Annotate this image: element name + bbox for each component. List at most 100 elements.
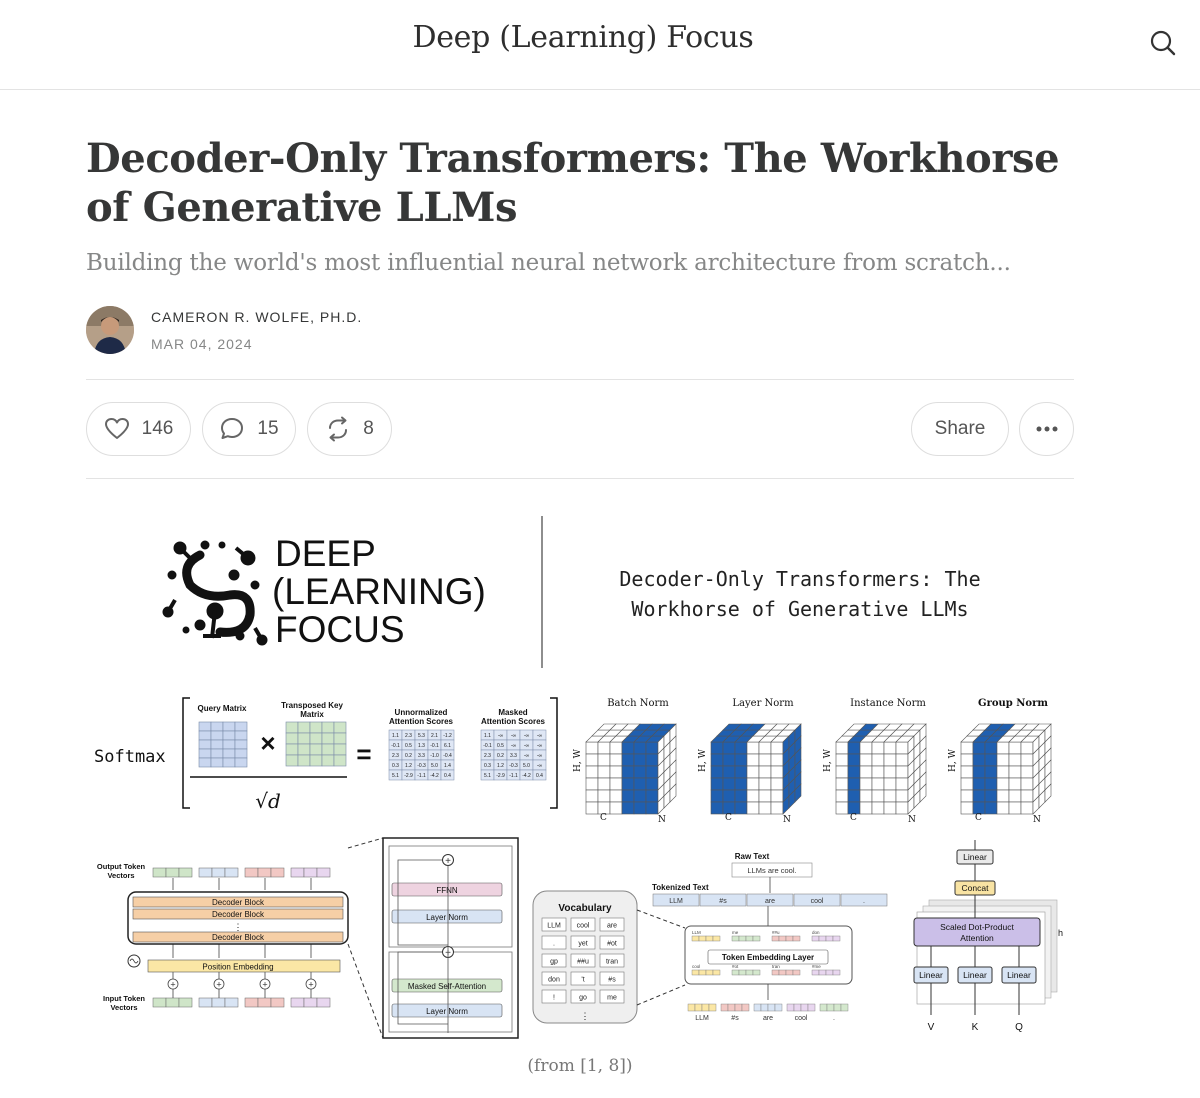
publication-name[interactable]: Deep (Learning) Focus bbox=[412, 20, 754, 55]
svg-text:5.1: 5.1 bbox=[392, 773, 399, 779]
svg-text:-0.3: -0.3 bbox=[509, 763, 518, 769]
svg-text:1.3: 1.3 bbox=[418, 743, 425, 749]
svg-text:Masked: Masked bbox=[498, 708, 527, 717]
svg-text:0.5: 0.5 bbox=[497, 743, 504, 749]
svg-text:0.2: 0.2 bbox=[405, 753, 412, 759]
svg-text:-1.1: -1.1 bbox=[509, 773, 518, 779]
svg-text:tran: tran bbox=[772, 964, 780, 969]
svg-text:0.4: 0.4 bbox=[444, 773, 451, 779]
svg-text:-2.9: -2.9 bbox=[496, 773, 505, 779]
like-button[interactable]: 146 bbox=[86, 402, 191, 456]
svg-text:1.2: 1.2 bbox=[497, 763, 504, 769]
svg-text:+: + bbox=[445, 856, 451, 867]
svg-text:+: + bbox=[262, 980, 267, 990]
svg-text:#s: #s bbox=[731, 1015, 739, 1022]
svg-text:cool: cool bbox=[692, 964, 700, 969]
svg-text:=: = bbox=[356, 739, 371, 769]
svg-text:Decoder Block: Decoder Block bbox=[212, 898, 265, 907]
svg-text:0.2: 0.2 bbox=[497, 753, 504, 759]
svg-text:Vocabulary: Vocabulary bbox=[558, 903, 612, 914]
attention-formula: Softmax Query Matrix Transposed Key Matr… bbox=[94, 697, 558, 813]
svg-text:0.3: 0.3 bbox=[392, 763, 399, 769]
svg-text:Concat: Concat bbox=[962, 883, 990, 893]
svg-text:K: K bbox=[972, 1022, 979, 1033]
svg-text:-1.2: -1.2 bbox=[443, 733, 452, 739]
svg-text:⋮: ⋮ bbox=[234, 922, 243, 932]
svg-text:3.3: 3.3 bbox=[510, 753, 517, 759]
svg-text:1.1: 1.1 bbox=[392, 733, 399, 739]
svg-text:-0.1: -0.1 bbox=[483, 743, 492, 749]
share-button[interactable]: Share bbox=[911, 402, 1009, 456]
search-icon bbox=[1150, 30, 1176, 56]
share-label: Share bbox=[934, 418, 986, 439]
svg-text:5.0: 5.0 bbox=[431, 763, 438, 769]
comment-button[interactable]: 15 bbox=[202, 402, 296, 456]
svg-text:C: C bbox=[850, 813, 857, 823]
svg-text:-4.2: -4.2 bbox=[430, 773, 439, 779]
svg-text:-∞: -∞ bbox=[537, 733, 543, 739]
svg-text:2.3: 2.3 bbox=[405, 733, 412, 739]
svg-text:-∞: -∞ bbox=[511, 743, 517, 749]
svg-text:-∞: -∞ bbox=[498, 733, 504, 739]
hero-image[interactable]: DEEP (LEARNING) FOCUS Decoder-Only Trans… bbox=[86, 500, 1086, 1040]
svg-text:tran: tran bbox=[606, 959, 618, 966]
softmax-label: Softmax bbox=[94, 747, 166, 767]
author-name[interactable]: CAMERON R. WOLFE, PH.D. bbox=[151, 309, 363, 325]
svg-text:are: are bbox=[763, 1015, 773, 1022]
svg-text:#me: #me bbox=[812, 964, 821, 969]
avatar[interactable] bbox=[86, 306, 134, 354]
svg-text:-∞: -∞ bbox=[524, 733, 530, 739]
svg-text:Tokenized Text: Tokenized Text bbox=[652, 883, 709, 892]
svg-text:√d: √d bbox=[255, 789, 281, 813]
svg-text:#s: #s bbox=[608, 977, 616, 984]
svg-text:##u: ##u bbox=[772, 930, 780, 935]
svg-text:1.1: 1.1 bbox=[484, 733, 491, 739]
svg-text:H, W: H, W bbox=[698, 748, 708, 772]
svg-text:C: C bbox=[975, 813, 982, 823]
svg-text:C: C bbox=[600, 813, 607, 823]
svg-text:#ot: #ot bbox=[607, 941, 617, 948]
comment-icon bbox=[221, 418, 244, 439]
svg-text:.: . bbox=[863, 898, 865, 905]
post-subtitle: Building the world's most influential ne… bbox=[86, 250, 1011, 276]
svg-text:Linear: Linear bbox=[963, 970, 987, 980]
multi-head-attention-diagram: Scaled Dot-Product Attention h Concat Li… bbox=[913, 840, 1063, 1033]
search-button[interactable] bbox=[1146, 26, 1180, 60]
svg-text:Attention: Attention bbox=[960, 933, 994, 943]
post-date: MAR 04, 2024 bbox=[151, 336, 253, 352]
svg-text:Position Embedding: Position Embedding bbox=[202, 963, 273, 972]
svg-text:Transposed Key: Transposed Key bbox=[281, 701, 343, 710]
restack-button[interactable]: 8 bbox=[307, 402, 392, 456]
svg-text:0.4: 0.4 bbox=[536, 773, 543, 779]
svg-text:-1.1: -1.1 bbox=[417, 773, 426, 779]
svg-text:Group Norm: Group Norm bbox=[978, 698, 1048, 709]
svg-text:0.5: 0.5 bbox=[405, 743, 412, 749]
restack-icon bbox=[329, 416, 348, 442]
divider bbox=[86, 379, 1074, 380]
svg-text:-∞: -∞ bbox=[537, 743, 543, 749]
svg-text:0.3: 0.3 bbox=[484, 763, 491, 769]
comment-count: 15 bbox=[257, 418, 279, 439]
svg-text:'t: 't bbox=[581, 977, 584, 984]
svg-text:FFNN: FFNN bbox=[436, 886, 458, 895]
svg-text:Scaled Dot-Product: Scaled Dot-Product bbox=[940, 922, 1014, 932]
svg-text:-∞: -∞ bbox=[537, 763, 543, 769]
logo-line-2: (LEARNING) bbox=[272, 571, 486, 612]
svg-text:gp: gp bbox=[550, 959, 558, 966]
svg-text:⋮: ⋮ bbox=[581, 1011, 590, 1021]
svg-text:-0.1: -0.1 bbox=[430, 743, 439, 749]
svg-text:2.3: 2.3 bbox=[392, 753, 399, 759]
svg-text:#s: #s bbox=[719, 898, 727, 905]
svg-text:yet: yet bbox=[578, 941, 587, 948]
svg-text:Vectors: Vectors bbox=[107, 871, 134, 880]
like-count: 146 bbox=[141, 418, 174, 439]
svg-text:Layer Norm: Layer Norm bbox=[426, 913, 468, 922]
svg-text:are: are bbox=[765, 898, 775, 905]
logo-line-1: DEEP bbox=[275, 533, 376, 574]
svg-text:-2.9: -2.9 bbox=[404, 773, 413, 779]
svg-text:×: × bbox=[260, 728, 275, 758]
svg-text:Batch Norm: Batch Norm bbox=[607, 698, 669, 709]
top-bar: Deep (Learning) Focus bbox=[0, 0, 1200, 90]
more-options-button[interactable] bbox=[1019, 402, 1074, 456]
